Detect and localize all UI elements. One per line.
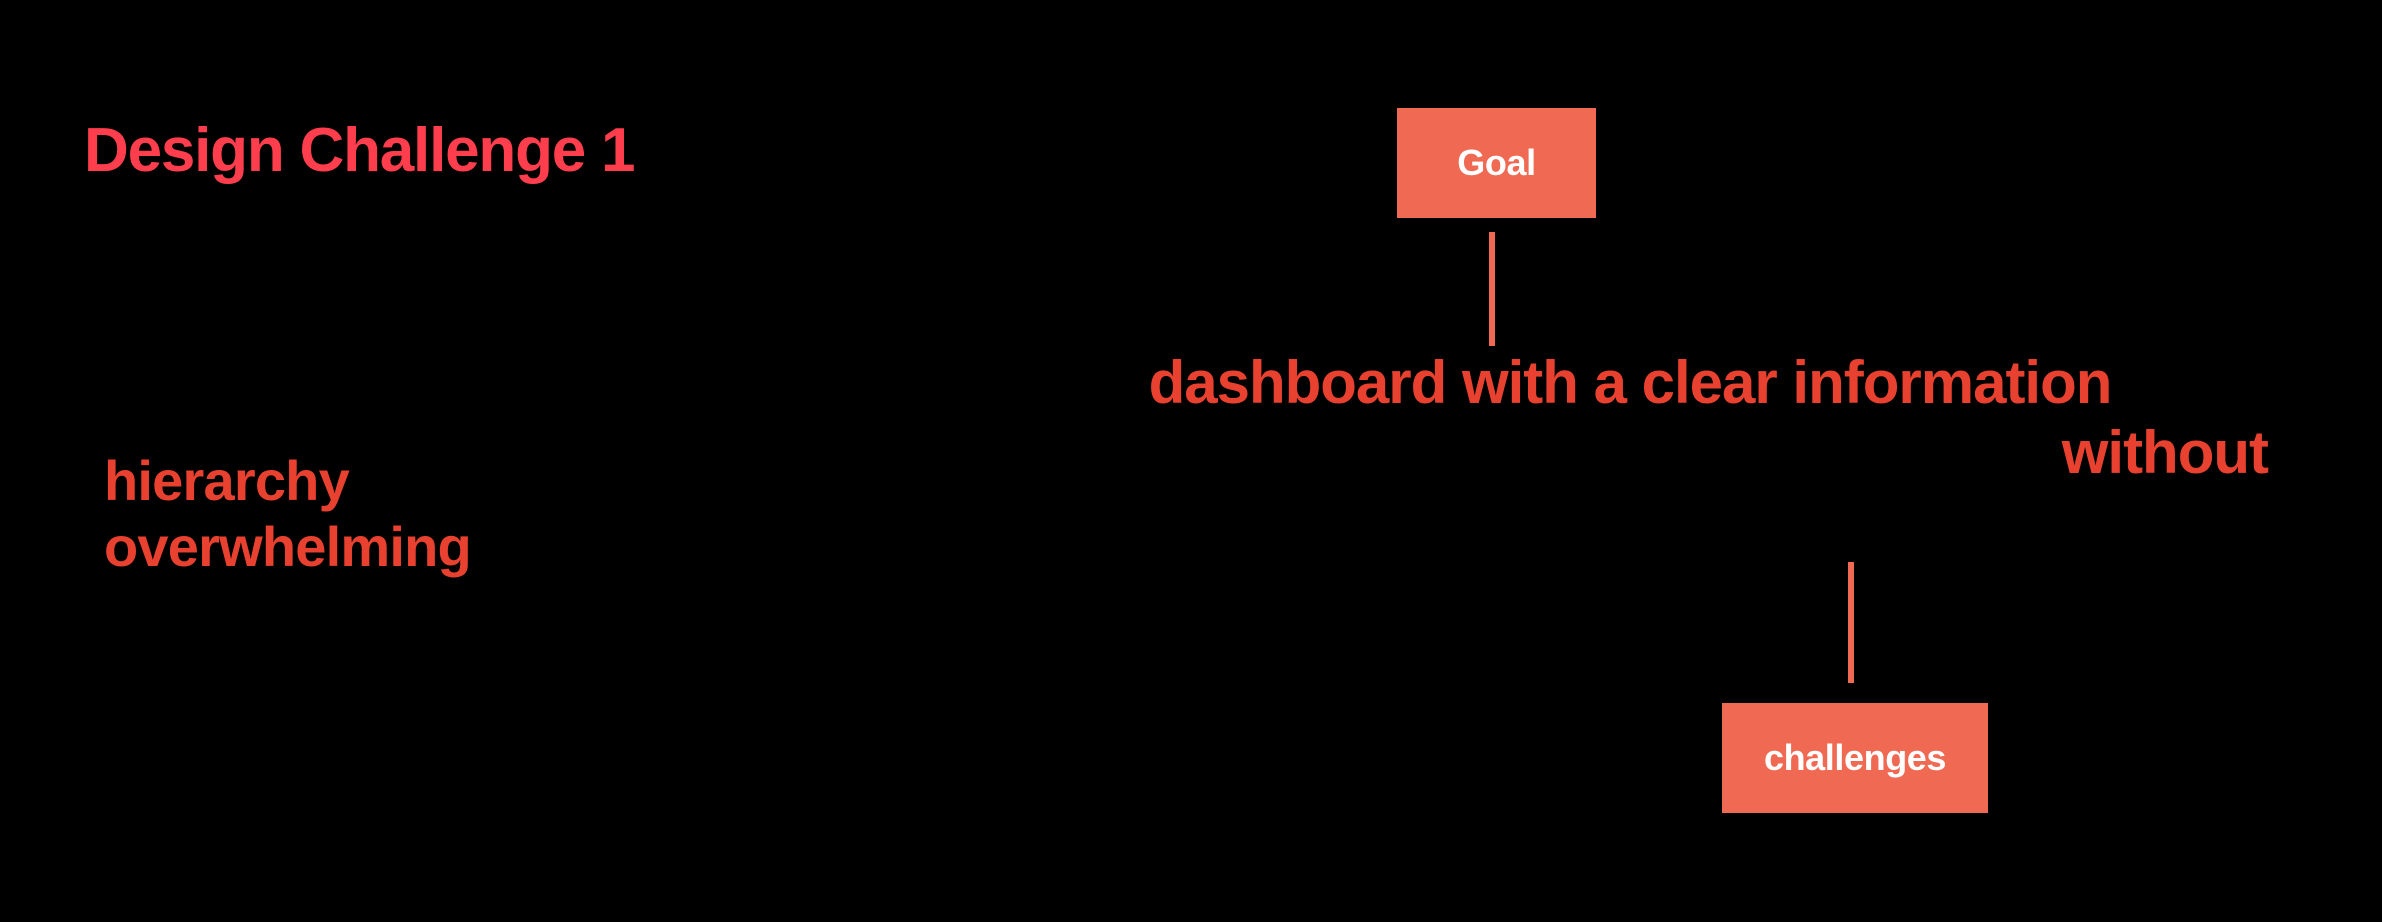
body-phrase-block: dashboard with a clear information witho… — [980, 348, 2280, 487]
left-phrase-line-1: hierarchy — [104, 449, 350, 512]
challenges-node[interactable]: challenges — [1722, 703, 1988, 813]
page-title: Design Challenge 1 — [84, 116, 636, 185]
left-phrase-block: hierarchy overwhelming — [104, 448, 864, 580]
connector-body-to-challenges — [1848, 562, 1854, 683]
connector-goal-to-body — [1489, 232, 1495, 346]
goal-node[interactable]: Goal — [1397, 108, 1596, 218]
left-phrase-line-2: overwhelming — [104, 515, 472, 579]
body-phrase-line-2: without — [2061, 418, 2269, 486]
challenges-node-label: challenges — [1763, 737, 1947, 778]
goal-node-label: Goal — [1457, 142, 1536, 183]
body-phrase-line-1: dashboard with a clear information — [1148, 349, 2113, 416]
